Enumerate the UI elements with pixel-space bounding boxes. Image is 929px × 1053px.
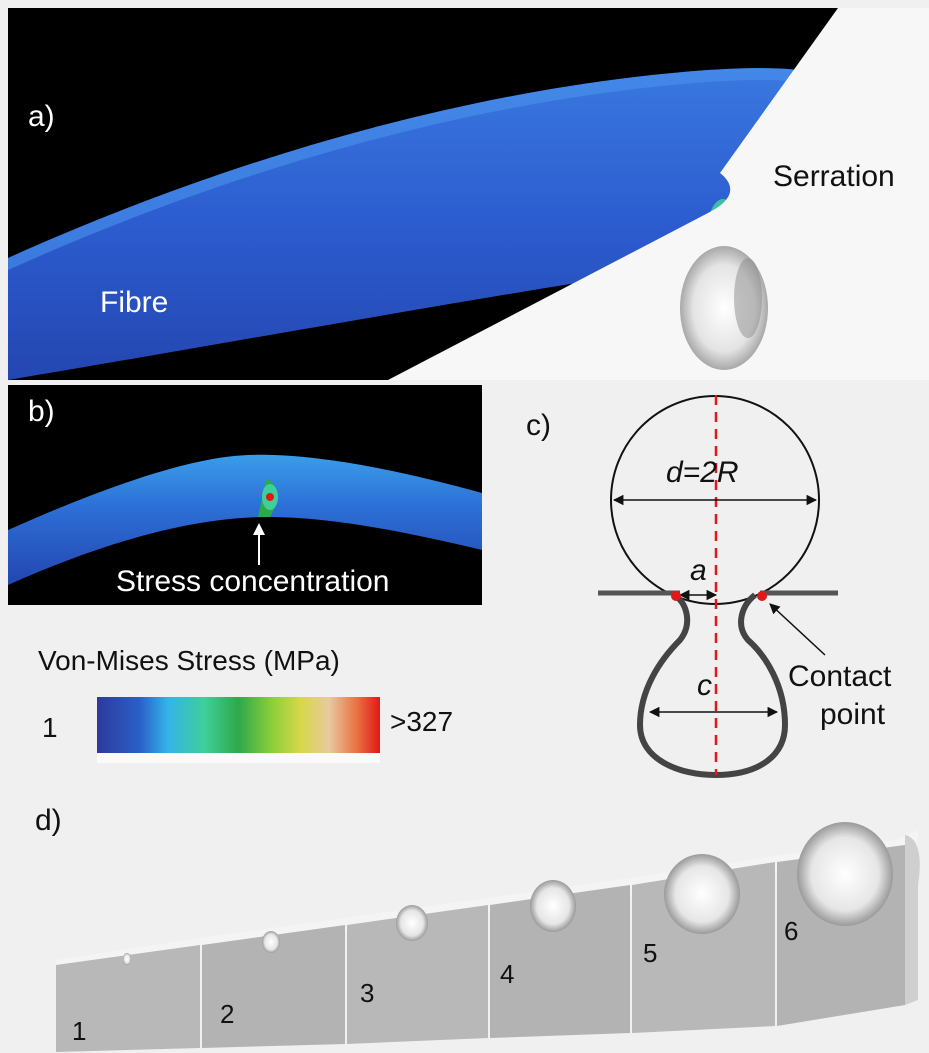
slot-3	[396, 905, 428, 941]
serration-notch-shadow	[734, 258, 762, 338]
serration-label: Serration	[773, 160, 895, 193]
panel-a-label: a)	[28, 100, 55, 133]
panel-a-fibre-serration-render: a) Fibre Serration	[8, 8, 929, 380]
block-3	[347, 905, 488, 1044]
fibre-body	[8, 68, 908, 380]
block-number-4: 4	[500, 959, 514, 989]
panel-a-render	[8, 8, 929, 380]
contact-label-line2: point	[820, 698, 886, 731]
stress-arrow-head	[253, 523, 265, 535]
colorbar-title: Von-Mises Stress (MPa)	[38, 645, 340, 676]
block-1	[56, 945, 200, 1052]
fibre-b-body	[8, 454, 482, 585]
c-label: c	[697, 669, 712, 702]
stress-concentration-label: Stress concentration	[116, 565, 390, 598]
fibre-label: Fibre	[100, 286, 169, 319]
panel-b-stress-detail: b) Stress concentration	[8, 385, 482, 605]
slot-5	[664, 854, 740, 934]
slot-1	[123, 953, 131, 965]
stress-hotspot-b-core	[266, 493, 274, 501]
diameter-label: d=2R	[666, 456, 739, 489]
block-number-2: 2	[220, 999, 234, 1029]
contact-point-right	[757, 591, 767, 601]
a-label: a	[690, 554, 707, 587]
block-number-5: 5	[643, 938, 657, 968]
block-number-3: 3	[360, 978, 374, 1008]
block-2	[202, 925, 345, 1048]
contact-pointer-line	[769, 603, 826, 656]
contact-point-left	[671, 591, 681, 601]
panel-d-label: d)	[35, 804, 62, 837]
panel-b-render	[8, 454, 482, 585]
panel-c-schematic: c) d=2R a c Contact point	[526, 395, 892, 779]
panel-b-label: b)	[28, 395, 55, 428]
colorbar-gradient	[97, 697, 380, 753]
block-number-6: 6	[784, 916, 798, 946]
colorbar-max-label: >327	[390, 706, 454, 737]
colorbar-min-label: 1	[42, 712, 58, 743]
block-4	[490, 885, 630, 1038]
serration-slot-outline	[636, 592, 789, 779]
colorbar-shadow	[97, 753, 380, 763]
block-number-1: 1	[72, 1016, 86, 1046]
panel-d-serration-blocks: d) 1 2 3 4 5 6	[35, 804, 920, 1052]
slot-6	[797, 822, 893, 926]
slot-2	[262, 931, 280, 953]
serration-body	[388, 8, 929, 380]
contact-label-line1: Contact	[788, 660, 892, 693]
block-end-cap	[905, 835, 920, 1005]
slot-4	[530, 880, 576, 932]
panel-c-label: c)	[526, 409, 551, 442]
